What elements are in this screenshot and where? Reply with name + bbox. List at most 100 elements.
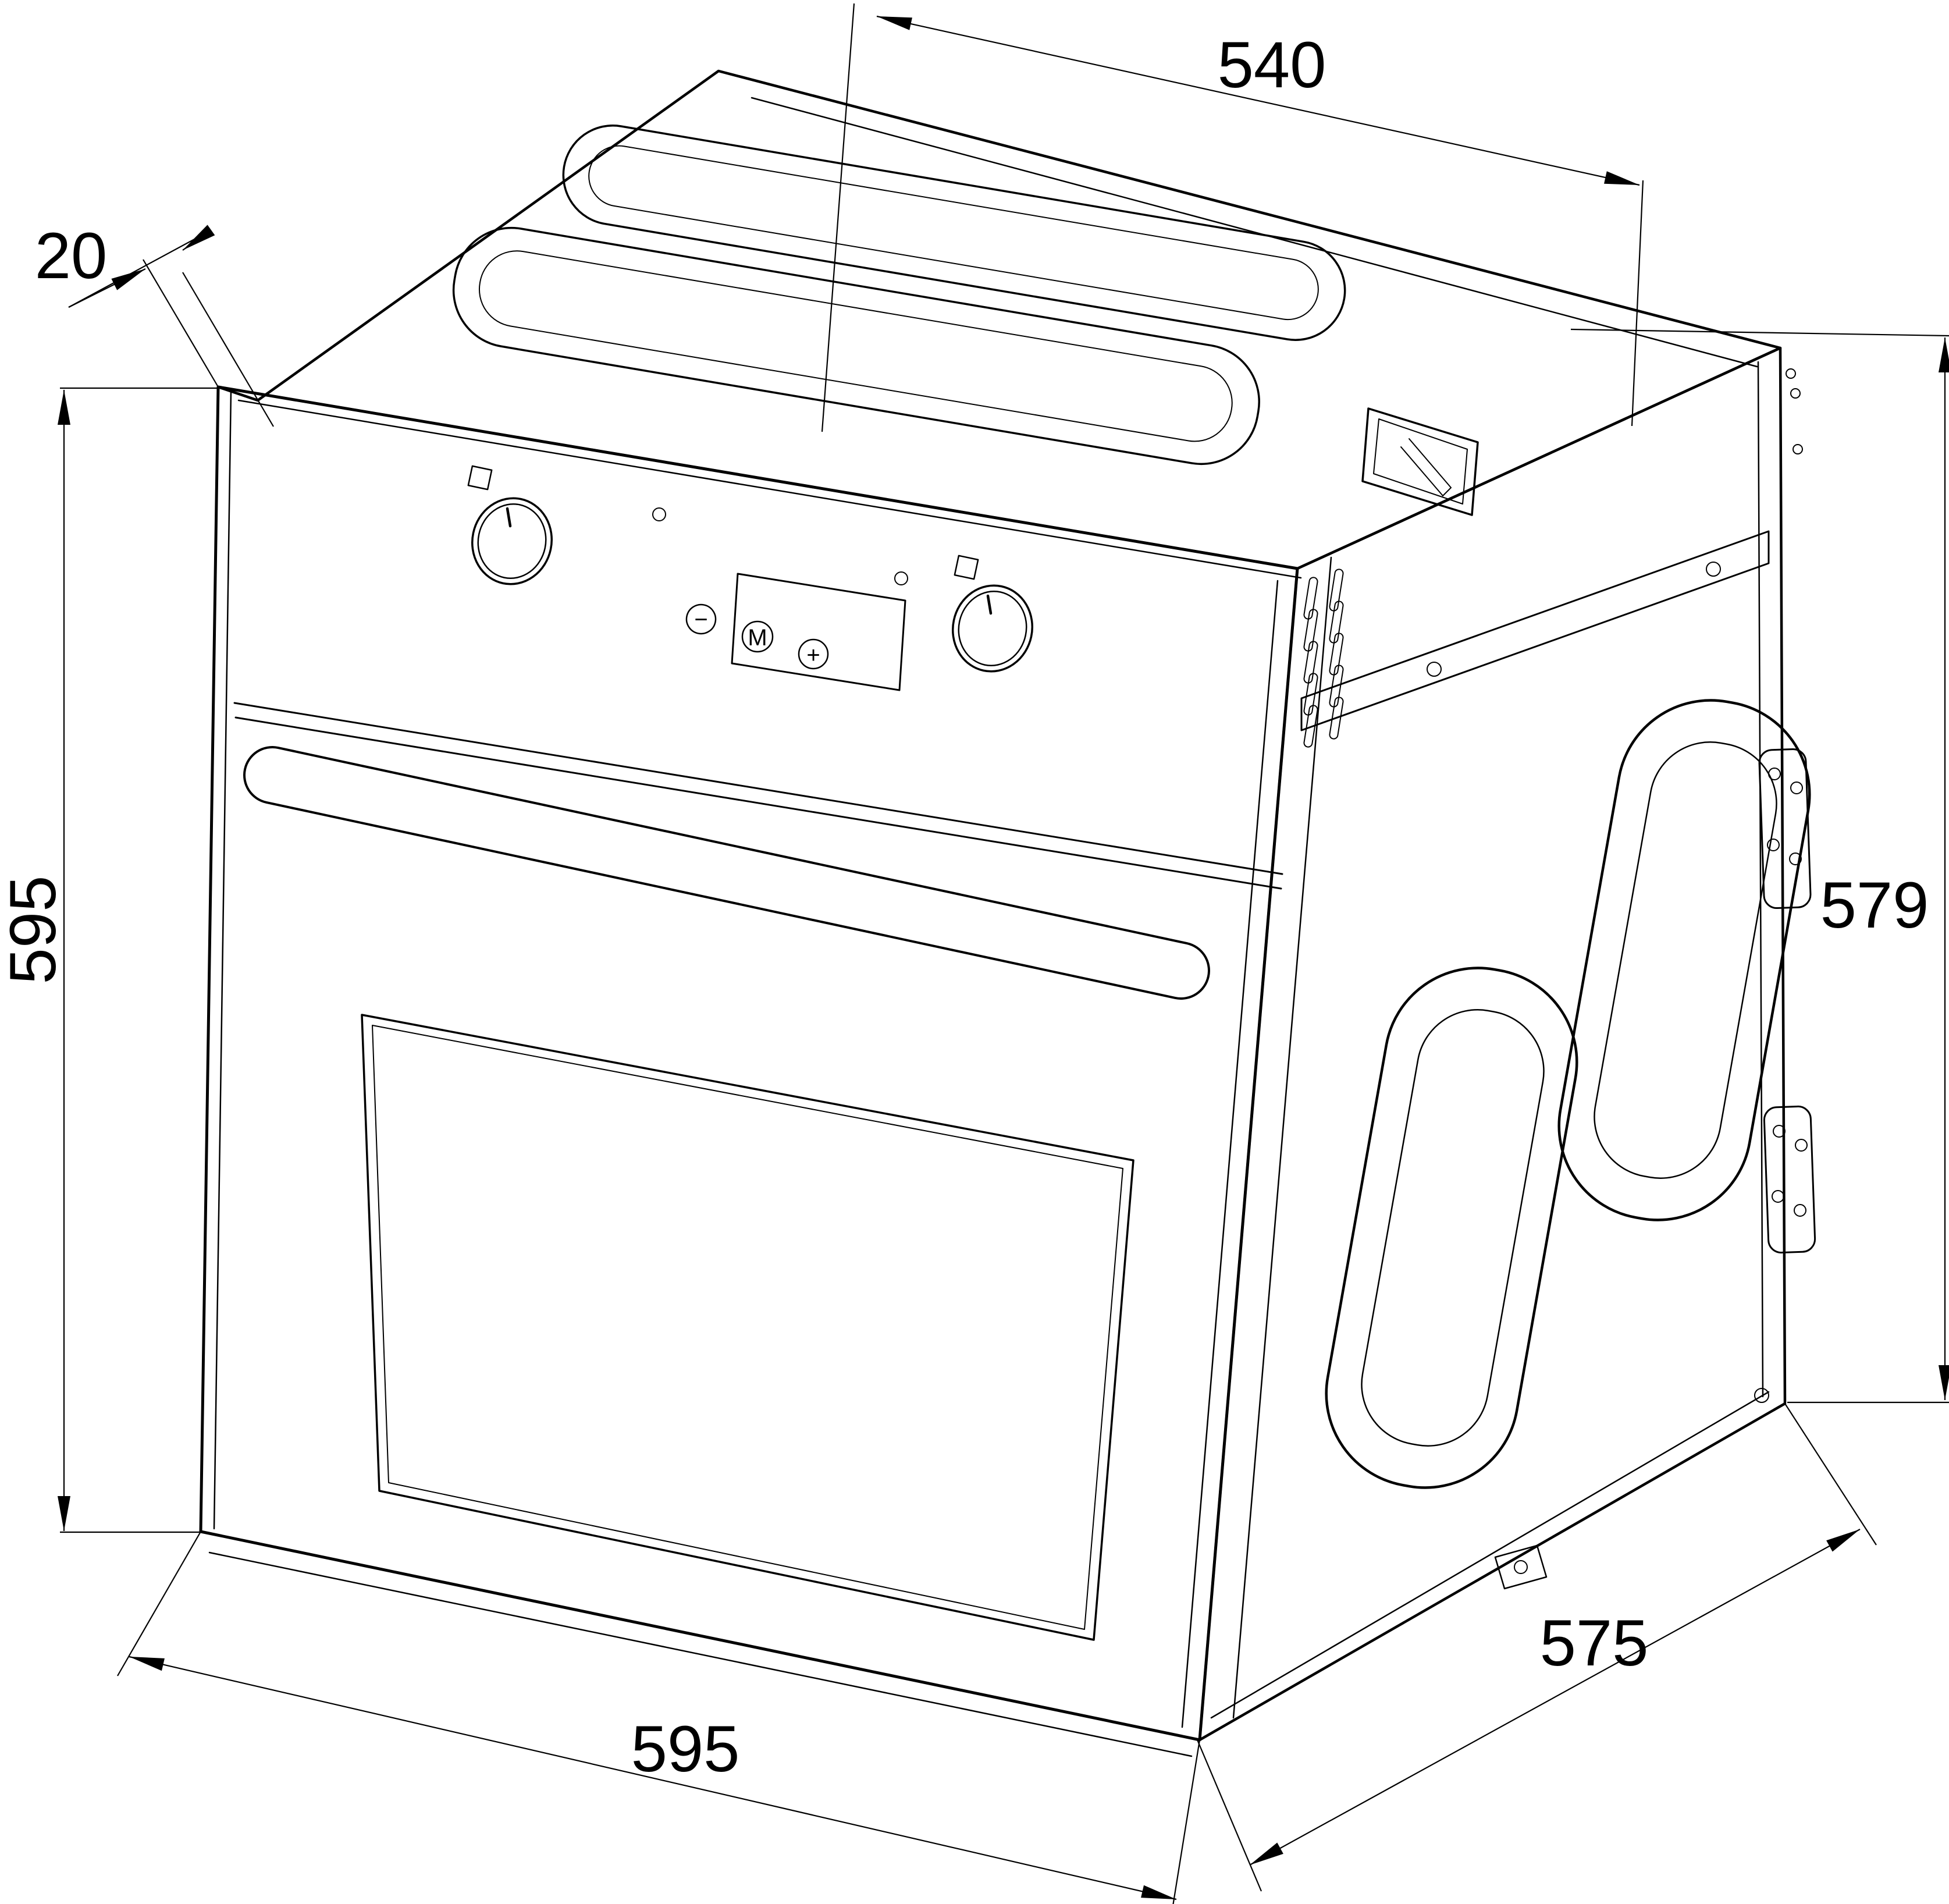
- door-window: [361, 1014, 1134, 1641]
- top-front-lip-line: [237, 399, 1302, 579]
- terminal-frame-inner: [1373, 418, 1468, 505]
- minus-touch-button[interactable]: −: [684, 602, 718, 636]
- vent-slot: [1329, 569, 1344, 612]
- dim-top-width: 540: [821, 3, 1644, 432]
- dimension-annotations: 540 20 595 579: [0, 3, 1949, 1904]
- front-panel-outline: [199, 385, 1299, 1742]
- vent-slot: [1303, 641, 1318, 684]
- bottom-bracket-hole: [1514, 1560, 1528, 1574]
- dim-label-top-width: 540: [1218, 29, 1326, 101]
- top-face-outline: [216, 69, 1782, 570]
- vent-slot: [1329, 601, 1344, 644]
- top-emboss-front-inner: [478, 250, 1233, 442]
- extension-line: [1196, 1739, 1262, 1892]
- dimension-line: [876, 15, 1640, 186]
- left-indicator-light: [652, 507, 666, 521]
- side-rear-flange-line: [1757, 361, 1764, 1398]
- fixing-plate: [1758, 748, 1812, 910]
- terminal-flap-line: [1409, 438, 1452, 488]
- dimension-arrow-stub: [68, 268, 146, 308]
- right-knob-pointer: [986, 594, 993, 615]
- fixing-hole: [1768, 768, 1781, 780]
- dim-label-front-overhang: 20: [35, 219, 108, 292]
- bottom-rail-line: [1210, 1391, 1770, 1719]
- control-panel: − M +: [464, 465, 1040, 691]
- rear-screw-hole: [1786, 368, 1796, 379]
- top-emboss-rear-inner: [588, 145, 1319, 321]
- rear-fixing-plate-lower: [1763, 1105, 1816, 1254]
- rear-screw-hole: [1790, 388, 1801, 399]
- fixing-hole: [1789, 852, 1802, 865]
- dim-label-front-height: 595: [0, 876, 69, 985]
- dim-label-front-width: 595: [631, 1713, 740, 1785]
- right-knob-inner-ring: [958, 590, 1027, 667]
- right-knob-outer-ring: [951, 584, 1034, 673]
- side-mounting-rail: [1300, 530, 1770, 731]
- dim-body-height: 579: [1570, 328, 1949, 1404]
- extension-line: [1784, 1403, 1877, 1546]
- oven-drawing: − M +: [199, 69, 1816, 1757]
- minus-button-ring: [685, 603, 717, 635]
- plus-button-ring: [798, 638, 829, 670]
- dim-label-body-height: 579: [1820, 869, 1929, 942]
- dim-front-overhang: 20: [35, 219, 274, 427]
- extension-line: [1570, 328, 1949, 337]
- vent-slot: [1329, 665, 1344, 708]
- door-handle-bar-face: [246, 748, 1208, 997]
- side-recess-front-inner: [1361, 1009, 1545, 1447]
- minus-button-glyph: −: [694, 607, 707, 633]
- terminal-box-opening: [1361, 407, 1479, 516]
- left-knob-outer-ring: [471, 497, 553, 585]
- extension-line: [182, 272, 274, 427]
- vent-slot: [1303, 609, 1318, 652]
- left-knob-inner-ring: [477, 503, 547, 580]
- left-function-square: [467, 465, 493, 491]
- top-emboss-front-outer: [452, 226, 1260, 466]
- plus-touch-button[interactable]: +: [798, 638, 829, 670]
- mode-button-glyph: M: [748, 625, 767, 651]
- extension-line: [1172, 1739, 1201, 1904]
- top-rear-step-line: [751, 97, 1758, 368]
- plus-button-glyph: +: [806, 642, 820, 668]
- display-window: [731, 573, 906, 691]
- side-recess-rear-inner: [1594, 741, 1777, 1179]
- vent-slot: [1329, 697, 1344, 740]
- dimension-arrow-stub: [182, 225, 215, 251]
- fixing-hole: [1795, 1139, 1808, 1152]
- dim-body-depth: 575: [1196, 1403, 1877, 1892]
- vent-slot: [1303, 577, 1318, 620]
- vent-slot: [1303, 673, 1318, 716]
- right-function-square: [954, 555, 979, 580]
- side-bottom-rail: [1210, 1388, 1770, 1719]
- door-window-inner: [372, 1025, 1123, 1630]
- rear-screw-hole: [1792, 444, 1803, 454]
- front-right-edge-inner: [1181, 580, 1279, 1728]
- mode-touch-button[interactable]: M: [741, 620, 774, 653]
- rail-screw-hole: [1427, 662, 1442, 677]
- control-band-bottom-line: [233, 702, 1283, 875]
- fixing-hole: [1772, 1190, 1784, 1203]
- oven-top-face: [216, 69, 1782, 579]
- side-recess-front-outer: [1325, 967, 1578, 1489]
- extension-line: [117, 1531, 201, 1676]
- vent-slot: [1303, 705, 1318, 748]
- mounting-rail-strip: [1300, 530, 1770, 731]
- rail-screw-hole: [1706, 562, 1721, 577]
- fixing-hole: [1790, 782, 1803, 794]
- door-window-outer: [361, 1014, 1134, 1641]
- extension-line: [143, 259, 219, 388]
- left-knob[interactable]: [464, 491, 560, 591]
- terminal-frame-outer: [1361, 407, 1479, 516]
- dim-front-width: 595: [117, 1531, 1201, 1904]
- fixing-hole: [1767, 839, 1780, 851]
- side-front-inset-line: [1232, 556, 1332, 1719]
- right-indicator-light: [894, 571, 908, 585]
- terminal-flap-line: [1400, 446, 1443, 496]
- oven-front: − M +: [199, 385, 1299, 1757]
- right-knob[interactable]: [945, 578, 1040, 679]
- door-handle[interactable]: [243, 746, 1210, 1000]
- vent-slots: [1303, 569, 1344, 748]
- vent-slot: [1329, 633, 1344, 676]
